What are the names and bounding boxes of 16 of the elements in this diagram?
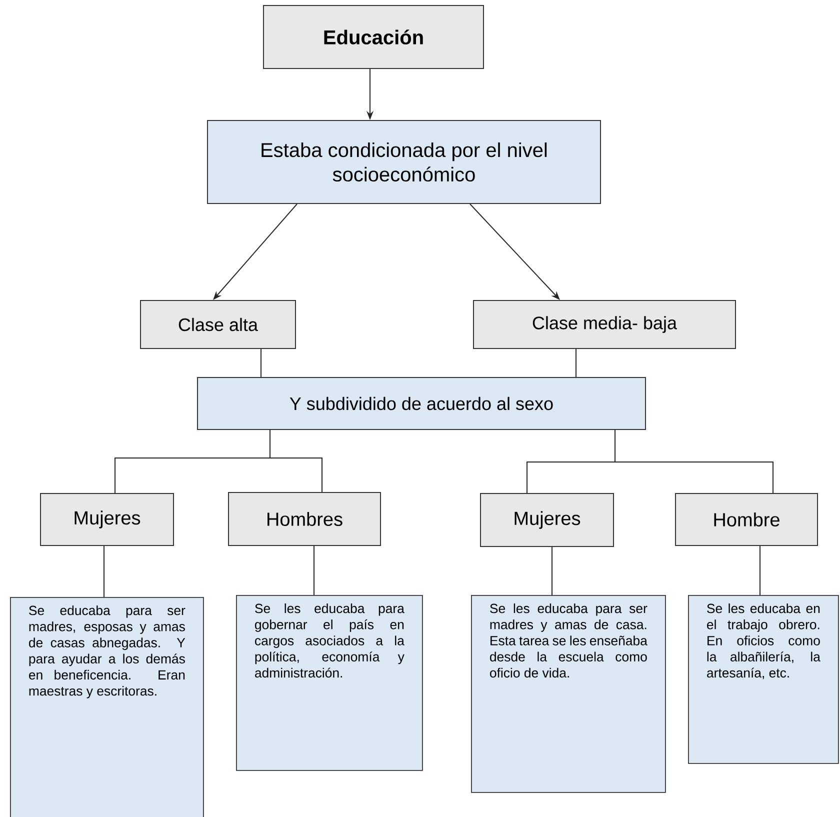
description-box: Se educaba para ser madres, esposas y amas de casas abnegadas. Y para ayudar a los demás en beneficencia. Eran maestras y escritoras. [10, 597, 204, 817]
concept-box: Y subdividido de acuerdo al sexo [197, 377, 646, 430]
connector-line [260, 348, 262, 378]
description-box: Se les educaba en el trabajo obrero. En oficios como la albañilería, la artesanía, etc. [688, 595, 839, 764]
category-box: Clase alta [140, 300, 296, 349]
connector-line [270, 430, 322, 492]
title-box: Educación [263, 5, 484, 69]
concept-box: Estaba condicionada por el nivel socioeconómico [207, 120, 601, 204]
category-box: Mujeres [40, 493, 174, 546]
category-box: Clase media- baja [473, 300, 736, 349]
category-box: Mujeres [480, 493, 614, 547]
category-box: Hombres [228, 492, 381, 546]
description-box: Se les educaba para gobernar el país en cargos asociados a la política, economía y administración. [236, 595, 423, 771]
description-box: Se les educaba para ser madres y amas de casa. Esta tarea se les enseñaba desde la escuela como oficio de vida. [471, 595, 666, 793]
category-box: Hombre [675, 493, 818, 546]
connector-line [614, 430, 774, 494]
